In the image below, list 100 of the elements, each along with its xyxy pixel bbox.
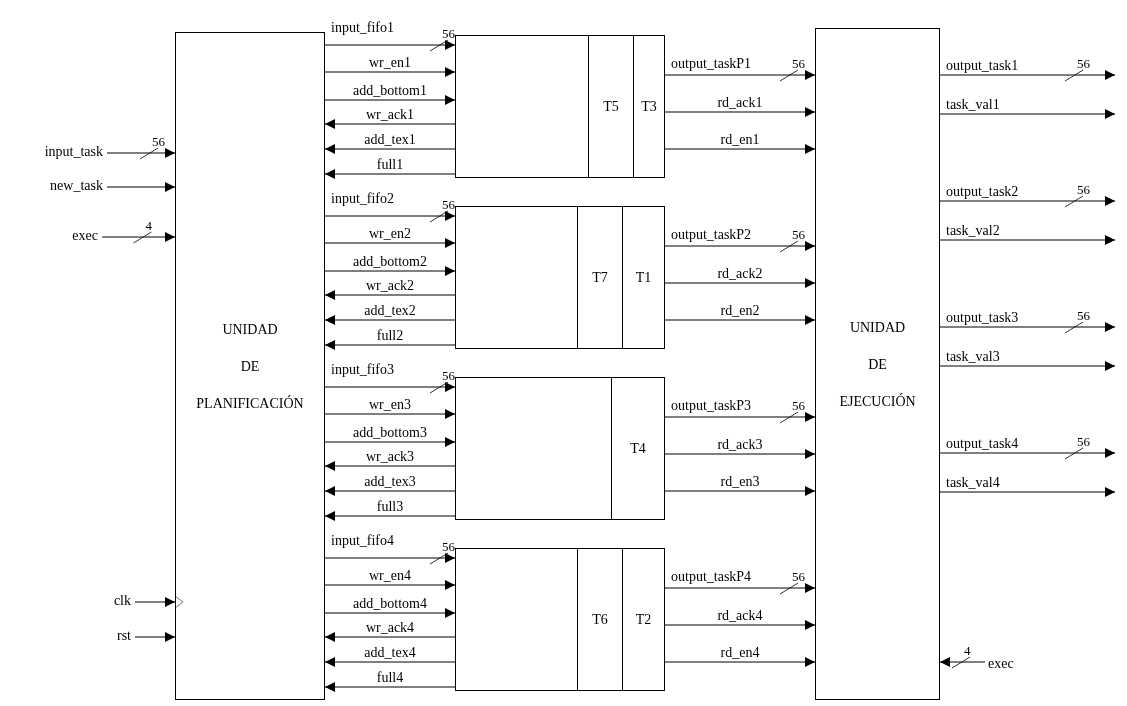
register-cell: T3 xyxy=(633,36,664,177)
signal-label: full3 xyxy=(375,500,405,514)
signal-arrow xyxy=(324,95,456,105)
bus-width-label: 56 xyxy=(441,540,456,554)
signal-arrow xyxy=(939,70,1116,80)
signal-arrow xyxy=(664,241,816,251)
signal-label: rd_en1 xyxy=(719,133,761,147)
signal-arrow xyxy=(324,40,456,50)
signal-label: input_fifo2 xyxy=(330,192,395,206)
signal-arrow xyxy=(939,487,1116,497)
fifo-block xyxy=(455,377,665,520)
signal-label: add_bottom1 xyxy=(352,84,428,98)
signal-arrow xyxy=(324,608,456,618)
signal-label: add_bottom4 xyxy=(352,597,428,611)
signal-arrow xyxy=(324,437,456,447)
signal-arrow xyxy=(324,119,456,129)
signal-label: output_taskP3 xyxy=(670,399,753,413)
signal-label: rd_ack1 xyxy=(716,96,764,110)
signal-arrow xyxy=(324,682,456,692)
register-cell: T7 xyxy=(577,207,622,348)
signal-label: full4 xyxy=(375,671,405,685)
signal-label: output_task4 xyxy=(945,437,1020,451)
signal-arrow xyxy=(664,620,816,630)
signal-label: input_fifo3 xyxy=(330,363,395,377)
signal-label: wr_ack3 xyxy=(364,450,416,464)
signal-label: rd_en2 xyxy=(719,304,761,318)
signal-label: new_task xyxy=(49,179,104,194)
signal-label: rd_ack4 xyxy=(716,609,764,623)
register-cell: T5 xyxy=(588,36,633,177)
signal-label: input_fifo1 xyxy=(330,21,395,35)
signal-label: rd_en4 xyxy=(719,646,761,660)
signal-arrow xyxy=(664,70,816,80)
bus-width-label: 56 xyxy=(441,369,456,383)
signal-label: wr_ack2 xyxy=(364,279,416,293)
signal-arrow xyxy=(324,486,456,496)
signal-arrow xyxy=(324,511,456,521)
signal-label: rd_ack3 xyxy=(716,438,764,452)
signal-arrow xyxy=(106,182,176,192)
fifo-block xyxy=(455,35,665,178)
signal-label: wr_en4 xyxy=(368,569,412,583)
signal-arrow xyxy=(324,238,456,248)
signal-arrow xyxy=(324,632,456,642)
signal-label: task_val1 xyxy=(945,98,1001,112)
signal-label: add_tex2 xyxy=(363,304,417,318)
signal-arrow xyxy=(324,315,456,325)
signal-arrow xyxy=(664,107,816,117)
bus-width-label: 56 xyxy=(791,57,806,71)
signal-arrow xyxy=(134,597,176,607)
signal-label: wr_en1 xyxy=(368,56,412,70)
register-cell: T4 xyxy=(611,378,664,519)
signal-arrow xyxy=(134,632,176,642)
signal-arrow xyxy=(324,409,456,419)
signal-label: rd_ack2 xyxy=(716,267,764,281)
signal-label: output_taskP4 xyxy=(670,570,753,584)
signal-arrow xyxy=(664,144,816,154)
bus-width-label: 56 xyxy=(791,399,806,413)
bus-width-label: 56 xyxy=(1076,57,1091,71)
signal-label: task_val4 xyxy=(945,476,1001,490)
fifo-block xyxy=(455,548,665,691)
signal-arrow xyxy=(664,657,816,667)
signal-label: output_taskP2 xyxy=(670,228,753,242)
signal-arrow xyxy=(324,461,456,471)
bus-width-label: 56 xyxy=(441,198,456,212)
signal-label: rd_en3 xyxy=(719,475,761,489)
signal-label: task_val3 xyxy=(945,350,1001,364)
signal-arrow xyxy=(324,382,456,392)
signal-arrow xyxy=(324,657,456,667)
signal-arrow xyxy=(324,580,456,590)
bus-width-label: 56 xyxy=(151,135,166,149)
signal-arrow xyxy=(324,67,456,77)
signal-label: output_task2 xyxy=(945,185,1020,199)
signal-label: full1 xyxy=(375,158,405,172)
signal-label: output_task3 xyxy=(945,311,1020,325)
unit-block xyxy=(815,28,940,700)
signal-arrow xyxy=(324,553,456,563)
signal-arrow xyxy=(664,315,816,325)
signal-arrow xyxy=(939,235,1116,245)
signal-arrow xyxy=(664,278,816,288)
signal-arrow xyxy=(939,109,1116,119)
signal-arrow xyxy=(664,486,816,496)
bus-width-label: 56 xyxy=(791,570,806,584)
register-cell: T2 xyxy=(622,549,664,690)
unit-label: UNIDAD DE EJECUCIÓN xyxy=(838,318,917,411)
signal-label: full2 xyxy=(375,329,405,343)
signal-label: output_task1 xyxy=(945,59,1020,73)
signal-arrow xyxy=(939,657,986,667)
bus-width-label: 4 xyxy=(144,219,153,233)
signal-label: add_tex3 xyxy=(363,475,417,489)
signal-label: wr_ack4 xyxy=(364,621,416,635)
bus-width-label: 56 xyxy=(1076,183,1091,197)
signal-label: task_val2 xyxy=(945,224,1001,238)
signal-label: wr_en3 xyxy=(368,398,412,412)
signal-arrow xyxy=(939,196,1116,206)
signal-label: input_task xyxy=(43,145,104,160)
bus-width-label: 56 xyxy=(1076,309,1091,323)
signal-arrow xyxy=(664,583,816,593)
signal-label: output_taskP1 xyxy=(670,57,753,71)
bus-width-label: 56 xyxy=(791,228,806,242)
unit-block xyxy=(175,32,325,700)
signal-arrow xyxy=(106,148,176,158)
